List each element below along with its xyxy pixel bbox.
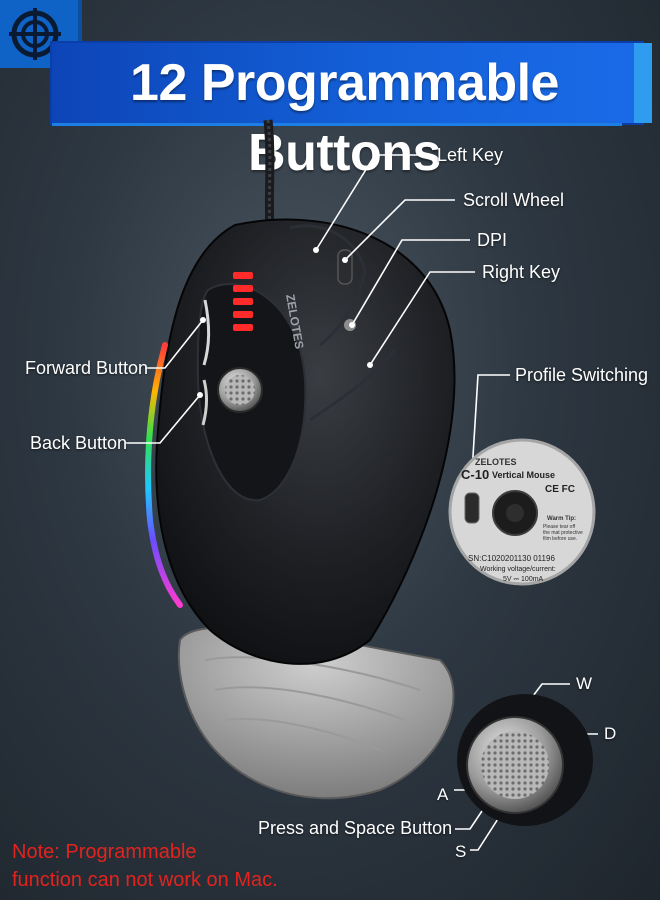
logo-badge — [0, 0, 82, 68]
callout-s: S — [455, 842, 467, 861]
callout-a: A — [437, 785, 449, 804]
label-voltage-value: 5V ⎓ 100mA — [503, 576, 544, 583]
dpi-led-1 — [233, 272, 253, 279]
forward-button-shape — [202, 299, 211, 366]
callout-dpi: DPI — [477, 230, 508, 250]
title-banner — [52, 43, 642, 123]
label-model: C-10 — [461, 467, 490, 482]
dpi-led-5 — [233, 324, 253, 331]
banner-underline — [52, 123, 622, 126]
right-key-shape — [309, 349, 397, 422]
label-certs: CE FC — [545, 484, 575, 495]
dpi-led-2 — [233, 285, 253, 292]
label-serial: SN:C1020201130 01196 — [468, 554, 555, 563]
callout-profile-switching: Profile Switching — [515, 365, 649, 385]
callout-d: D — [604, 724, 617, 743]
scroll-wheel-shape — [337, 249, 353, 285]
back-button-shape — [201, 379, 208, 426]
callout-left-key: Left Key — [437, 145, 504, 165]
callout-scroll-wheel: Scroll Wheel — [463, 190, 565, 210]
banner-accent — [634, 43, 652, 123]
crosshair-target-icon — [9, 8, 61, 60]
rgb-light-strip — [145, 342, 183, 608]
mac-compatibility-note: Note: Programmable function can not work… — [12, 841, 278, 891]
label-brand: ZELOTES — [475, 457, 517, 467]
mouse-body — [155, 218, 456, 665]
callout-forward-button: Forward Button — [25, 358, 149, 378]
page-title: 12 Programmable Buttons — [130, 54, 559, 182]
label-model-type: Vertical Mouse — [492, 470, 556, 480]
callout-w: W — [576, 674, 593, 693]
profile-switch — [464, 492, 480, 524]
label-warm-tip-title: Warm Tip: — [547, 516, 577, 522]
dpi-led-4 — [233, 311, 253, 318]
label-voltage-title: Working voltage/current: — [480, 566, 556, 573]
label-warm-tip: Please tear off the mat protective film … — [543, 524, 583, 542]
callout-press-space: Press and Space Button — [258, 818, 453, 838]
left-key-shape — [289, 224, 367, 347]
callout-right-key: Right Key — [482, 262, 561, 282]
dpi-led-3 — [233, 298, 253, 305]
callout-back-button: Back Button — [30, 433, 128, 453]
